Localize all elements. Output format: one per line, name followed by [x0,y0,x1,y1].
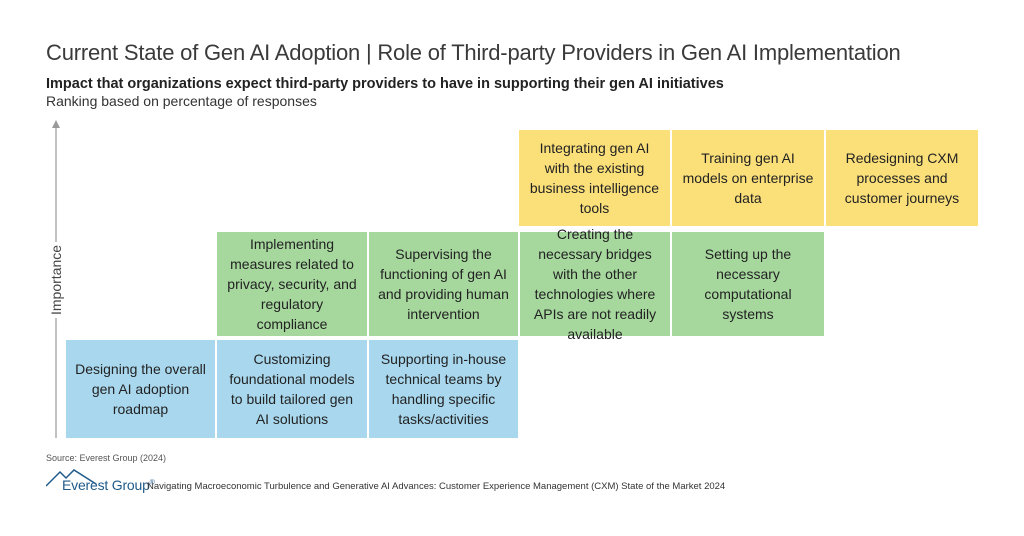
logo-registered-mark: ® [149,479,155,487]
tier-green-item-3: Creating the necessary bridges with the … [520,226,670,342]
logo-wordmark: Everest Group® [62,477,155,493]
report-title: Navigating Macroeconomic Turbulence and … [147,481,726,492]
tier-green-item-2: Supervising the functioning of gen AI an… [369,232,518,336]
page-title: Current State of Gen AI Adoption | Role … [46,40,901,65]
logo-name: Everest Group [62,477,150,493]
ranking-note: Ranking based on percentage of responses [46,93,317,109]
tier-green-item-1: Implementing measures related to privacy… [217,232,367,336]
everest-mountain-icon [46,469,97,487]
page-subtitle: Impact that organizations expect third-p… [46,76,724,92]
tier-blue-item-1: Designing the overall gen AI adoption ro… [66,340,215,438]
source-note: Source: Everest Group (2024) [46,453,167,463]
tier-blue-item-3: Supporting in-house technical teams by h… [369,340,518,438]
tier-yellow-item-2: Training gen AI models on enterprise dat… [672,130,824,226]
tier-green-item-4: Setting up the necessary computational s… [672,232,824,336]
tier-blue-item-2: Customizing foundational models to build… [217,340,367,438]
tier-yellow-item-1: Integrating gen AI with the existing bus… [519,130,670,226]
tier-yellow-item-3: Redesigning CXM processes and customer j… [826,130,978,226]
axis-label: Importance [48,241,64,319]
